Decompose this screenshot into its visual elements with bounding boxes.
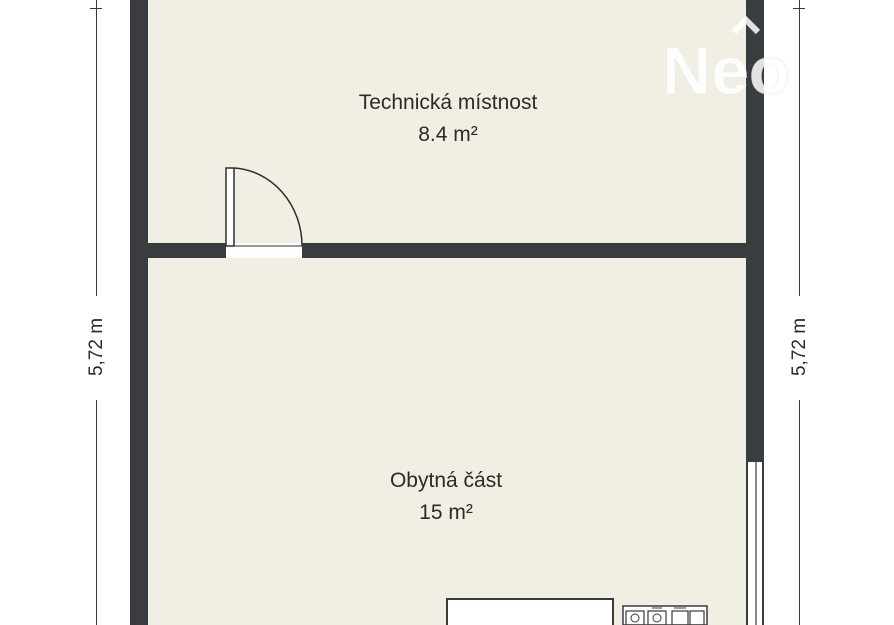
room-name: Obytná část xyxy=(389,469,503,492)
room-area: 8.4 m² xyxy=(418,123,478,146)
wall-left xyxy=(130,0,148,625)
dimension-label-right: 5,72 m xyxy=(789,317,810,377)
dimension-label-left: 5,72 m xyxy=(86,317,107,377)
stove-icon xyxy=(622,605,708,625)
wall-middle-left xyxy=(130,243,226,258)
room-label-living: Obytná část 15 m² xyxy=(278,465,614,529)
dimension-label-left-bg xyxy=(86,296,108,400)
dimension-tick-right-top xyxy=(793,8,805,9)
room-floor-living xyxy=(148,258,746,625)
watermark-logo: Neo xyxy=(662,15,791,104)
dimension-tick-left-top xyxy=(90,8,102,9)
room-floor-technical xyxy=(148,0,746,243)
dimension-label-right-bg xyxy=(789,296,811,400)
wall-right xyxy=(746,0,764,462)
window-right xyxy=(746,462,764,625)
wall-middle-right xyxy=(302,243,764,258)
door-opening xyxy=(226,243,302,258)
room-area: 15 m² xyxy=(419,501,473,524)
room-label-technical: Technická místnost 8.4 m² xyxy=(280,87,616,151)
room-name: Technická místnost xyxy=(358,91,538,114)
kitchen-counter xyxy=(446,598,614,625)
door-swing-icon xyxy=(225,167,303,247)
svg-text:Neo: Neo xyxy=(662,33,790,104)
